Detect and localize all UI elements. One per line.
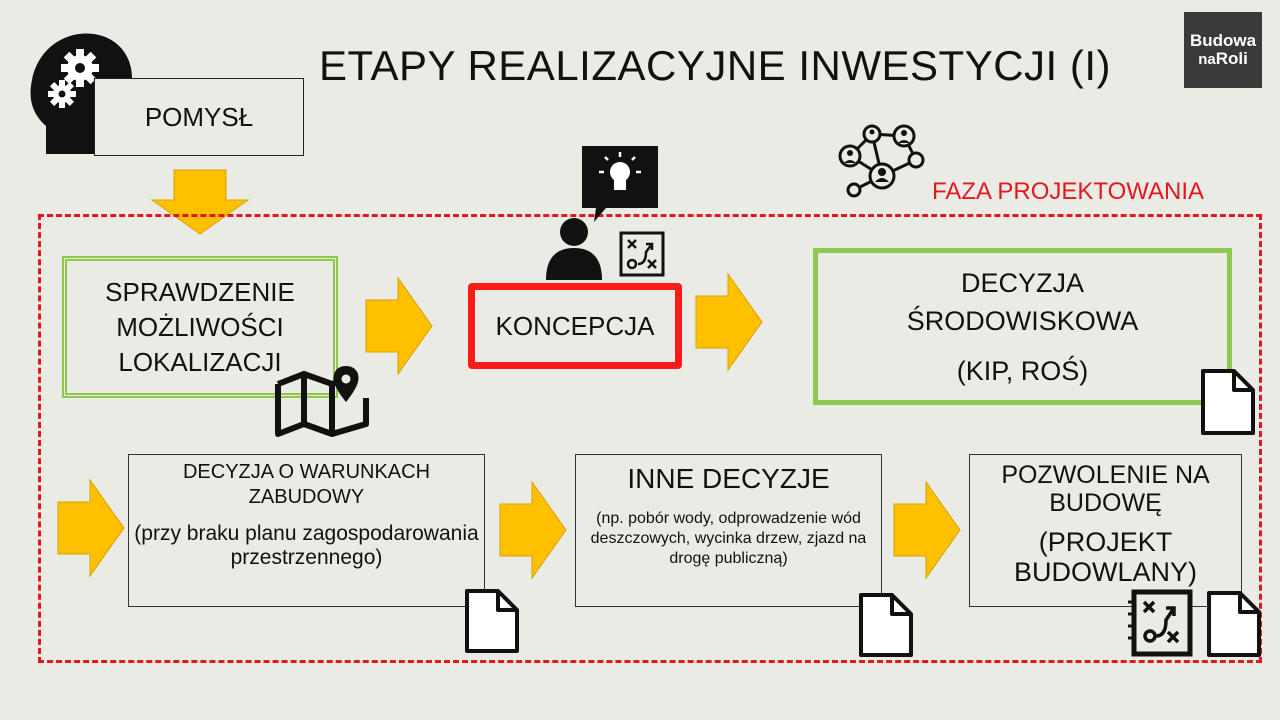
strategy-board-icon: [1128, 589, 1193, 657]
page-title: ETAPY REALIZACYJNE INWESTYCJI (I): [318, 42, 1112, 89]
step-decyzja-srodowiskowa: DECYZJA ŚRODOWISKOWA (KIP, ROŚ): [813, 248, 1232, 405]
document-icon: [465, 589, 519, 653]
document-icon: [1201, 369, 1255, 435]
design-phase-frame: [38, 214, 1262, 663]
right-arrow: [695, 272, 763, 372]
step-koncepcja: KONCEPCJA: [468, 283, 682, 369]
right-arrow: [57, 478, 125, 578]
brand-logo: Budowa naRoli: [1184, 12, 1262, 88]
down-arrow: [150, 169, 250, 235]
right-arrow: [499, 480, 567, 580]
step-pomysl: POMYSŁ: [94, 78, 304, 156]
map-pin-icon: [275, 366, 369, 437]
step-pozwolenie-na-budowe: POZWOLENIE NA BUDOWĘ (PROJEKT BUDOWLANY): [969, 454, 1242, 607]
right-arrow: [893, 480, 961, 580]
step-decyzja-wz: DECYZJA O WARUNKACH ZABUDOWY (przy braku…: [128, 454, 485, 607]
network-people-icon: [838, 124, 925, 198]
phase-label: FAZA PROJEKTOWANIA: [932, 178, 1205, 205]
right-arrow: [365, 276, 433, 376]
document-icon: [859, 593, 913, 657]
person-idea-icon: [546, 146, 658, 280]
step-sprawdzenie: SPRAWDZENIE MOŻLIWOŚCI LOKALIZACJI: [62, 256, 338, 398]
step-inne-decyzje: INNE DECYZJE (np. pobór wody, odprowadze…: [575, 454, 882, 607]
strategy-board-icon: [619, 231, 665, 277]
document-icon: [1207, 591, 1261, 657]
